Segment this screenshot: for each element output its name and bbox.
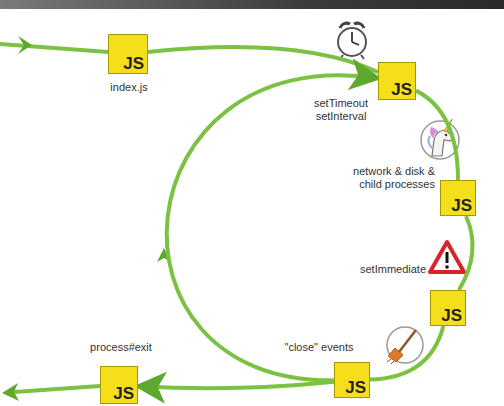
broom-icon: [387, 327, 423, 364]
js-box: JSprocess#exit: [100, 366, 138, 404]
entry-line: [0, 44, 108, 52]
entry-chevron: [18, 36, 32, 54]
loop-connector: [138, 382, 334, 388]
js-logo-text: JS: [441, 307, 462, 324]
js-box: JSsetTimeout setInterval: [378, 62, 416, 100]
js-box: JSsetImmediate: [430, 290, 466, 326]
js-box: JS"close" events: [334, 362, 370, 398]
phase-label: network & disk & child processes: [335, 165, 435, 191]
warning-icon: [430, 242, 464, 272]
phase-label: setImmediate: [351, 263, 435, 276]
js-box: JSindex.js: [108, 34, 148, 74]
exit-line: [14, 386, 100, 392]
loop-connector: [167, 75, 378, 380]
js-logo-text: JS: [391, 81, 412, 98]
js-logo-text: JS: [113, 385, 134, 402]
phase-label: setTimeout setInterval: [306, 97, 376, 123]
phase-label: index.js: [89, 81, 169, 94]
loop-connector: [370, 326, 443, 380]
js-logo-text: JS: [345, 379, 366, 396]
phase-label: process#exit: [73, 341, 169, 354]
phase-label: "close" events: [271, 341, 367, 354]
top-bar: [0, 0, 504, 9]
loop-connector: [148, 47, 378, 72]
exit-arrowhead: [2, 383, 19, 401]
loop-connector: [459, 216, 473, 290]
js-logo-text: JS: [451, 197, 472, 214]
js-box: JSnetwork & disk & child processes: [440, 180, 476, 216]
clock-icon: [338, 23, 366, 59]
js-logo-text: JS: [123, 55, 144, 72]
